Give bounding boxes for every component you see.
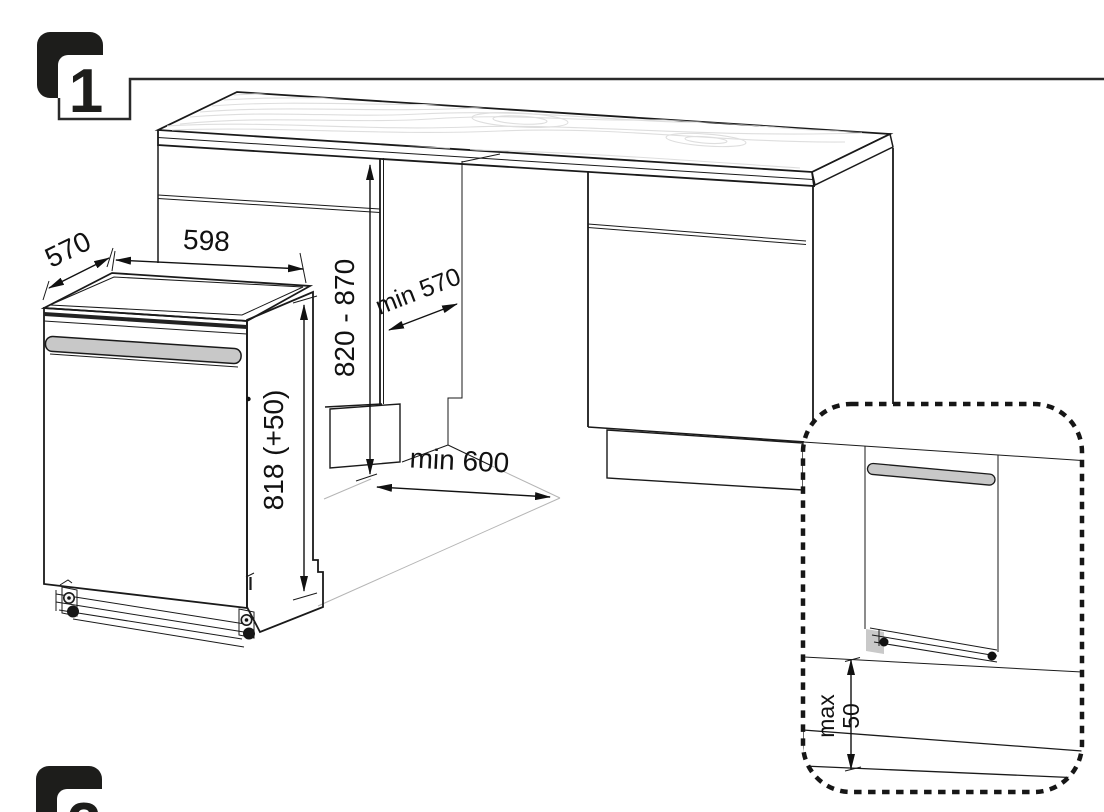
plinth-max-label: max — [813, 694, 839, 738]
countertop-edge-line — [157, 137, 814, 180]
inset-detail: max 50 — [800, 401, 1085, 795]
inset-plinth — [803, 729, 1082, 779]
dw-depth-label: 570 — [40, 225, 96, 273]
dim-plinth-max: max 50 — [813, 657, 864, 772]
right-cabinet-plinth — [606, 429, 804, 491]
dw-foot-left — [59, 579, 79, 618]
dw-handle — [44, 335, 242, 368]
step1-separator-line — [57, 77, 1104, 121]
dim-dw-width: 598 — [111, 224, 307, 284]
inset-dw-handle — [866, 462, 996, 486]
plinth-max-value: 50 — [838, 703, 864, 729]
dim-dw-depth: 570 — [40, 225, 114, 301]
countertop-end-face — [811, 132, 894, 187]
inset-background — [803, 404, 1082, 792]
dishwasher — [40, 272, 324, 648]
niche-height-label: 820 - 870 — [329, 259, 360, 377]
right-cabinet-bottom-edge — [587, 426, 807, 443]
step2-badge-notch — [57, 789, 113, 812]
dim-niche-depth: min 570 — [372, 263, 465, 331]
dim-niche-height: 820 - 870 — [329, 164, 378, 482]
countertop-front-edge — [157, 130, 816, 187]
step1-number: 1 — [69, 57, 103, 126]
dim-niche-width: min 600 — [376, 442, 551, 501]
floor-guide-right — [317, 497, 561, 607]
floor-guide-left — [323, 478, 372, 500]
left-cabinet-plinth — [329, 403, 401, 469]
dw-width-label: 598 — [182, 224, 230, 257]
niche-depth-label: min 570 — [372, 263, 465, 321]
step2-badge: 2 — [36, 766, 113, 812]
step1-badge-notch — [58, 55, 114, 117]
dw-base — [55, 572, 255, 648]
inset-dw-foot-left — [879, 637, 889, 647]
counter — [154, 91, 894, 607]
step1-badge: 1 — [37, 32, 1104, 126]
niche-back-corner — [447, 161, 463, 445]
niche-width-label: min 600 — [409, 442, 510, 478]
dw-height-label: 818 (+50) — [258, 390, 289, 511]
inset-scene: max 50 — [803, 441, 1082, 779]
dw-door — [43, 307, 248, 610]
wood-grain — [164, 92, 889, 169]
inset-dashed-border — [800, 401, 1085, 795]
inset-dw-foot-right — [987, 651, 997, 661]
left-cabinet — [157, 194, 401, 469]
dw-foot-right — [238, 572, 255, 640]
dim-dw-height: 818 (+50) — [258, 295, 318, 601]
step2-number: 2 — [67, 791, 101, 812]
